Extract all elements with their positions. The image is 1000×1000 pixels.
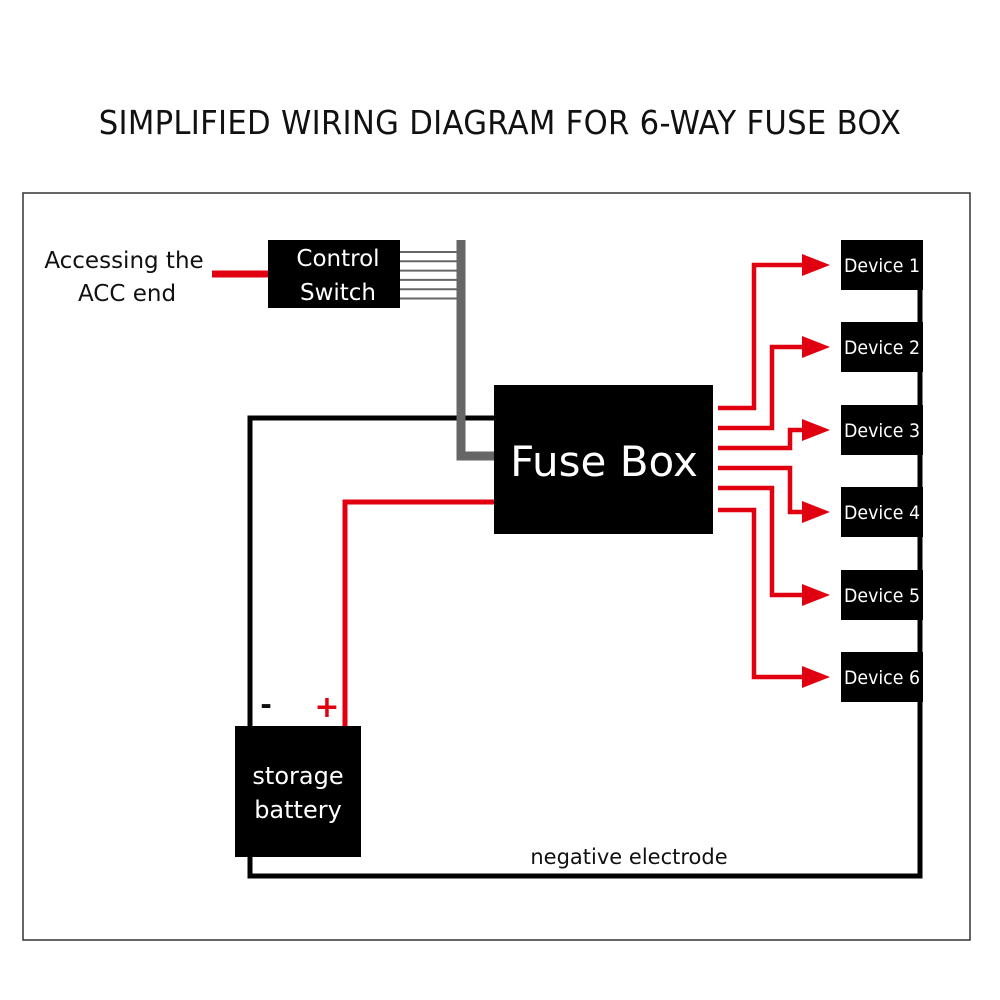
arrow-icon	[802, 501, 830, 523]
acc-label-line1: Accessing the	[44, 248, 203, 274]
negative-electrode-label: negative electrode	[530, 845, 727, 869]
output-wire	[718, 485, 805, 598]
output-wire	[718, 465, 805, 515]
arrow-icon	[802, 584, 830, 606]
fuse-box-block	[494, 385, 713, 534]
control-switch-block	[268, 240, 400, 308]
arrow-icon	[802, 254, 830, 276]
devices: Device 1 Device 2 Device 3 Device 4 Device 5…	[841, 240, 923, 702]
output-wire	[718, 344, 805, 431]
device-block	[841, 652, 923, 702]
device-block	[841, 322, 923, 372]
device-label: Device 5	[844, 585, 920, 607]
plus-terminal-label: +	[314, 690, 339, 725]
minus-terminal-label: -	[260, 688, 272, 721]
fuse-box-label: Fuse Box	[510, 437, 698, 486]
device-label: Device 1	[844, 255, 920, 277]
battery-label-line1: storage	[252, 762, 343, 790]
arrow-icon	[802, 666, 830, 688]
output-wire	[718, 507, 805, 680]
device-block	[841, 240, 923, 290]
battery-block	[235, 726, 361, 857]
fuse-outputs	[718, 254, 830, 688]
diagram-title: SIMPLIFIED WIRING DIAGRAM FOR 6-WAY FUSE…	[98, 103, 902, 142]
diagram-frame	[22, 192, 971, 941]
control-wire	[456, 240, 494, 461]
acc-label-line2: ACC end	[78, 281, 176, 307]
output-wire	[718, 427, 805, 451]
output-wire	[718, 262, 805, 411]
control-switch-label-line1: Control	[296, 246, 379, 272]
device-label: Device 2	[844, 337, 920, 359]
device-block	[841, 487, 923, 537]
device-label: Device 6	[844, 667, 920, 689]
device-block	[841, 405, 923, 455]
arrow-icon	[802, 336, 830, 358]
device-label: Device 3	[844, 420, 920, 442]
arrow-icon	[802, 419, 830, 441]
device-label: Device 4	[844, 502, 920, 524]
control-switch-strands	[400, 251, 458, 300]
battery-label-line2: battery	[254, 796, 342, 824]
control-switch-label-line2: Switch	[300, 280, 376, 306]
positive-wire-battery	[342, 499, 494, 728]
device-block	[841, 570, 923, 620]
